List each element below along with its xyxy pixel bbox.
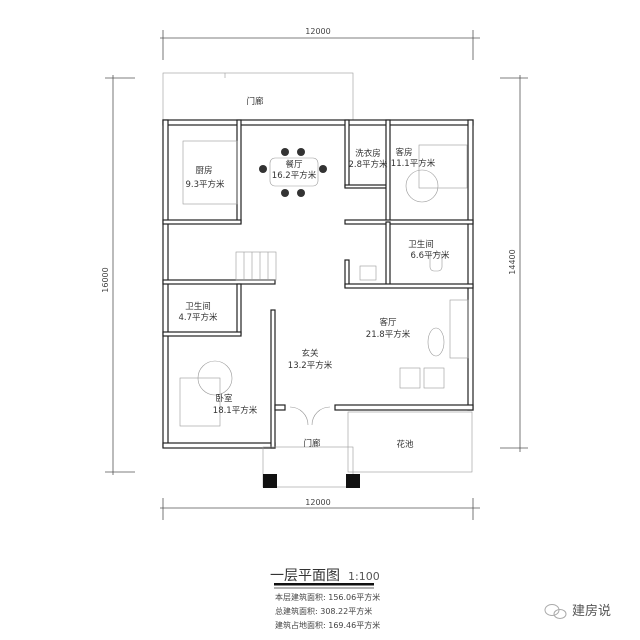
room-area: 4.7平方米 xyxy=(178,312,218,323)
staircase xyxy=(235,251,277,281)
watermark: 建房说 xyxy=(572,603,611,619)
dimension-lines xyxy=(105,30,528,520)
plan-scale: 1:100 xyxy=(348,570,380,583)
room-area: 21.8平方米 xyxy=(366,329,411,340)
room-label: 客厅 xyxy=(379,317,397,328)
plan-title: 一层平面图 xyxy=(270,568,340,584)
furniture xyxy=(179,140,469,427)
dim-top: 12000 xyxy=(305,27,330,36)
room-label: 门廊 xyxy=(246,96,264,107)
room-label: 洗衣房 xyxy=(355,148,381,159)
room-area: 6.6平方米 xyxy=(410,250,450,261)
stat-total-area: 总建筑面积: 308.22平方米 xyxy=(275,606,372,616)
room-area: 11.1平方米 xyxy=(391,158,436,169)
entry-door xyxy=(289,406,331,426)
room-label: 卫生间 xyxy=(185,301,211,312)
room-label: 厨房 xyxy=(195,165,212,176)
dim-left: 16000 xyxy=(101,267,110,292)
room-label: 门廊 xyxy=(303,438,321,449)
pillar xyxy=(263,474,277,488)
wechat-icon xyxy=(544,604,567,619)
room-label: 卧室 xyxy=(215,393,233,404)
room-label: 卫生间 xyxy=(408,239,434,250)
room-area: 13.2平方米 xyxy=(288,360,333,371)
room-label: 餐厅 xyxy=(285,160,303,170)
room-label: 玄关 xyxy=(301,348,319,359)
stat-footprint-area: 建筑占地面积: 169.46平方米 xyxy=(275,620,380,630)
front-porch xyxy=(262,446,354,488)
pillar xyxy=(346,474,360,488)
flower-bed xyxy=(347,411,473,473)
room-label: 客房 xyxy=(395,147,412,158)
room-area: 9.3平方米 xyxy=(185,179,225,190)
room-area: 2.8平方米 xyxy=(348,159,388,170)
title-underline xyxy=(274,583,374,586)
walls xyxy=(162,119,474,449)
stat-floor-area: 本层建筑面积: 156.06平方米 xyxy=(275,592,380,602)
dim-bottom: 12000 xyxy=(305,498,330,507)
room-area: 18.1平方米 xyxy=(213,405,258,416)
room-label: 花池 xyxy=(396,439,414,450)
room-area: 16.2平方米 xyxy=(272,170,317,181)
dim-right: 14400 xyxy=(508,249,517,274)
